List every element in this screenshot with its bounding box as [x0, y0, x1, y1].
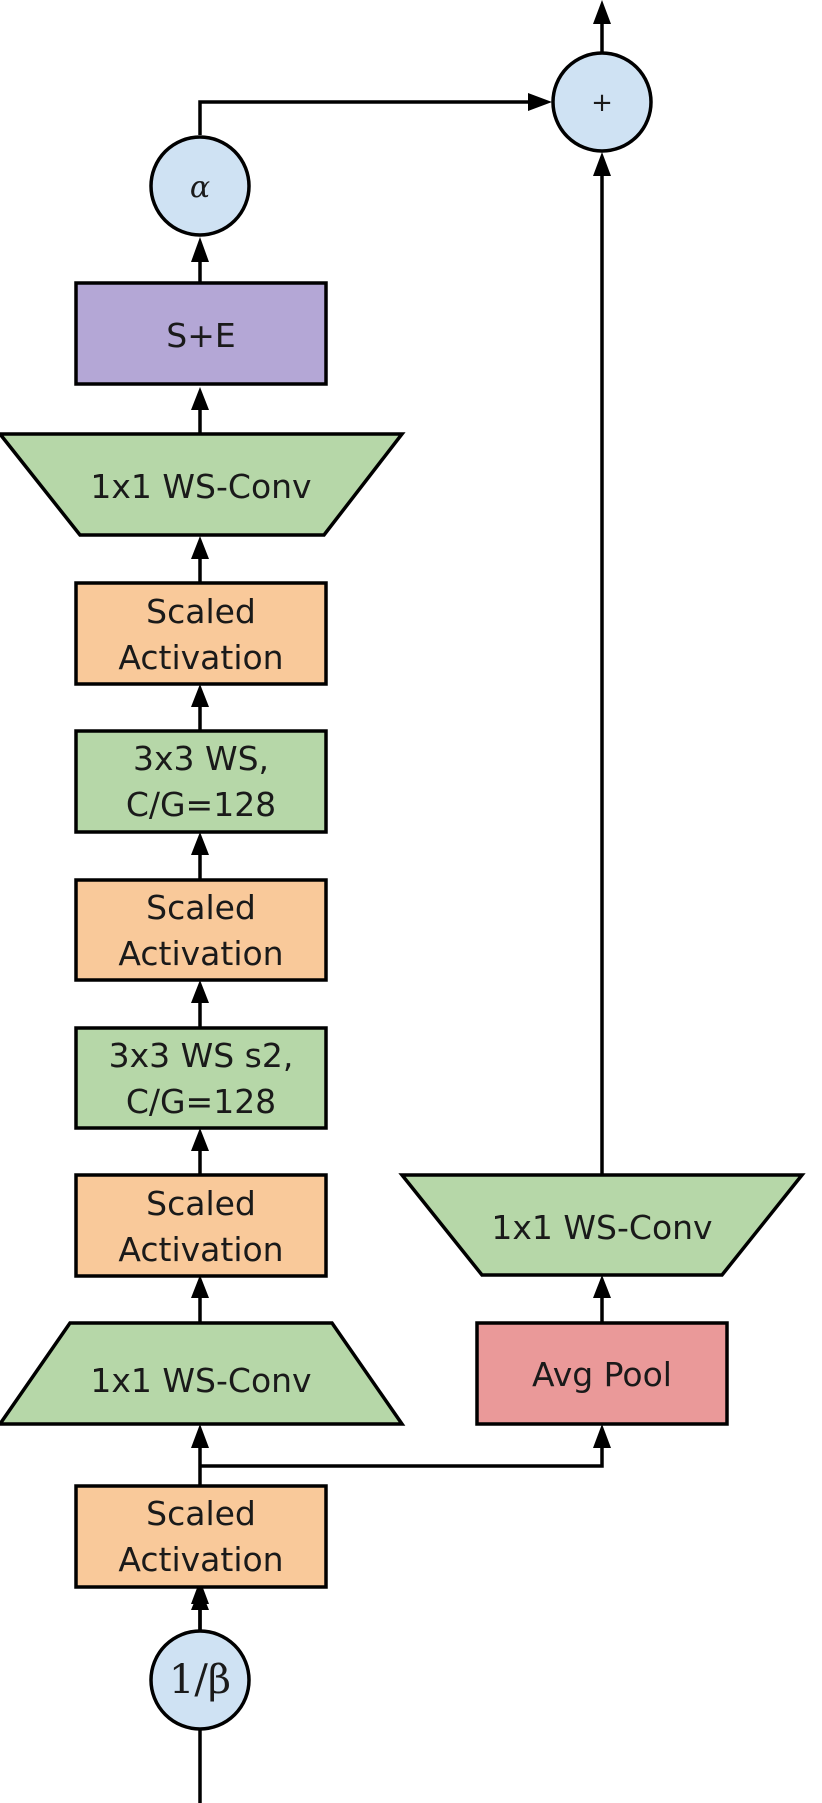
conv-3x3-block: 3x3 WS, C/G=128 — [74, 729, 328, 834]
activation-box-2 — [74, 1173, 328, 1278]
arrowhead — [191, 1128, 209, 1151]
activation-2-line-2: Activation — [118, 1230, 283, 1269]
conv-in-label: 1x1 WS-Conv — [90, 1361, 311, 1400]
conv-3x3-box — [74, 729, 328, 834]
connectors — [191, 0, 611, 1803]
conv-out-block: 1x1 WS-Conv — [0, 432, 406, 537]
arrowhead — [191, 387, 209, 410]
activation-block-4: Scaled Activation — [74, 581, 328, 686]
arrowhead — [191, 1588, 209, 1610]
activation-4-line-2: Activation — [118, 638, 283, 677]
activation-block-1: Scaled Activation — [74, 1484, 328, 1589]
activation-4-line-1: Scaled — [146, 592, 256, 631]
conv-s2-box — [74, 1026, 328, 1130]
conv-3x3-line-2: C/G=128 — [126, 785, 276, 824]
conv-skip-block: 1x1 WS-Conv — [398, 1173, 806, 1277]
beta-circle — [149, 1629, 251, 1731]
activation-box-4 — [74, 581, 328, 686]
arrowhead — [191, 237, 209, 262]
avgpool-label: Avg Pool — [532, 1355, 672, 1394]
add-circle — [551, 51, 653, 153]
se-block: S+E — [74, 281, 328, 386]
activation-block-2: Scaled Activation — [74, 1173, 328, 1278]
conv-3x3-line-1: 3x3 WS, — [133, 739, 269, 778]
add-label: + — [591, 88, 613, 118]
arrowhead — [593, 1424, 611, 1448]
arrowhead — [191, 832, 209, 855]
conv-in-trapezoid — [0, 1321, 406, 1426]
arrowhead — [593, 1275, 611, 1298]
avgpool-box — [475, 1321, 729, 1426]
arrowhead — [593, 152, 611, 176]
alpha-node: α — [149, 135, 251, 237]
arrowhead — [528, 93, 552, 111]
arrow-branch-to-avgpool — [200, 1448, 604, 1468]
conv-in-block: 1x1 WS-Conv — [0, 1321, 406, 1426]
conv-s2-block: 3x3 WS s2, C/G=128 — [74, 1026, 328, 1130]
conv-s2-line-2: C/G=128 — [126, 1082, 276, 1121]
arrowhead — [593, 0, 611, 24]
conv-out-trapezoid — [0, 432, 406, 537]
activation-1-line-1: Scaled — [146, 1494, 256, 1533]
arrowhead — [191, 536, 209, 559]
conv-s2-line-1: 3x3 WS s2, — [109, 1036, 294, 1075]
activation-2-line-1: Scaled — [146, 1184, 256, 1223]
alpha-label: α — [190, 170, 210, 205]
avgpool-block: Avg Pool — [475, 1321, 729, 1426]
arrowhead — [191, 980, 209, 1003]
conv-skip-trapezoid — [398, 1173, 806, 1277]
se-box — [74, 281, 328, 386]
activation-3-line-2: Activation — [118, 934, 283, 973]
beta-label: 1/β — [169, 1657, 231, 1703]
arrowhead — [191, 1275, 209, 1298]
activation-box-1 — [74, 1484, 328, 1589]
activation-3-line-1: Scaled — [146, 888, 256, 927]
conv-out-label: 1x1 WS-Conv — [90, 467, 311, 506]
arrowhead — [191, 1424, 209, 1448]
arrowhead — [191, 684, 209, 707]
beta-node: 1/β — [149, 1629, 251, 1731]
alpha-circle — [149, 135, 251, 237]
activation-block-3: Scaled Activation — [74, 878, 328, 982]
activation-1-line-2: Activation — [118, 1540, 283, 1579]
activation-box-3 — [74, 878, 328, 982]
add-node: + — [551, 51, 653, 153]
arrow-alpha-to-add — [198, 100, 528, 135]
se-label: S+E — [166, 316, 235, 355]
conv-skip-label: 1x1 WS-Conv — [491, 1208, 712, 1247]
